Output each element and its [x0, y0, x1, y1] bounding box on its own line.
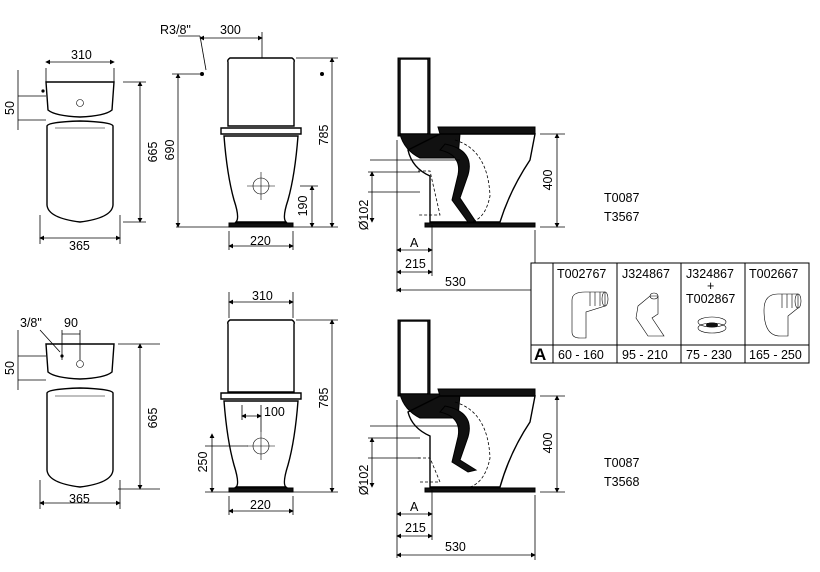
top-plan-width-label: 310 [71, 48, 92, 62]
top-front-rim-height-label: 690 [163, 140, 177, 161]
top-side-seat-height-label: 400 [541, 170, 555, 191]
top-plan-hole-offset-label: 50 [3, 101, 17, 115]
top-front-outlet-height-label: 190 [296, 196, 310, 217]
table-col-3-range: 75 - 230 [686, 348, 732, 362]
top-code-2: T3567 [604, 210, 639, 224]
bottom-side-view: Ø102 400 A 215 530 [357, 319, 565, 560]
bottom-side-seat-height-label: 400 [541, 433, 555, 454]
top-side-a-label: A [410, 236, 419, 250]
connector-sketch-4 [763, 293, 802, 337]
bottom-front-total-height-label: 785 [317, 388, 331, 409]
bottom-plan-view: 3/8" 90 50 365 665 [3, 316, 160, 509]
bottom-plan-length-label: 665 [146, 408, 160, 429]
top-side-outlet-distance-label: 215 [405, 257, 426, 271]
top-plan-length-label: 665 [146, 142, 160, 163]
bottom-plan-hole-offset-label: 50 [3, 361, 17, 375]
bottom-front-inlet-offset-label: 100 [264, 405, 285, 419]
bottom-front-view: 310 785 100 250 220 [196, 289, 338, 515]
bottom-plan-seat-width-label: 365 [69, 492, 90, 506]
bottom-plan-inlet-offset-label: 90 [64, 316, 78, 330]
bottom-side-a-label: A [410, 500, 419, 514]
top-front-inlet-offset-label: 300 [220, 23, 241, 37]
table-col-3-code: J324867 [686, 267, 734, 281]
connector-sketch-2 [635, 292, 665, 337]
table-col-4-code: T002667 [749, 267, 798, 281]
bottom-plan-thread-label: 3/8" [20, 316, 42, 330]
bottom-front-base-width-label: 220 [250, 498, 271, 512]
bottom-side-pipe-diameter-label: Ø102 [357, 465, 371, 496]
bottom-code-1: T0087 [604, 456, 639, 470]
connector-sketch-1 [571, 291, 609, 339]
top-front-thread-label: R3/8" [160, 23, 191, 37]
top-side-view: Ø102 400 A 215 530 [357, 57, 565, 294]
table-col-4-range: 165 - 250 [749, 348, 802, 362]
top-front-base-width-label: 220 [250, 234, 271, 248]
table-col-3-code-2: T002867 [686, 292, 735, 306]
top-plan-view: 310 365 665 50 [3, 48, 160, 253]
bottom-side-depth-label: 530 [445, 540, 466, 554]
bottom-side-outlet-distance-label: 215 [405, 521, 426, 535]
connector-table: A T002767 J324867 J324867 + T002867 T002… [530, 262, 810, 364]
top-side-pipe-diameter-label: Ø102 [357, 200, 371, 231]
table-col-1-range: 60 - 160 [558, 348, 604, 362]
table-col-1-code: T002767 [557, 267, 606, 281]
top-front-view: R3/8" 300 690 785 190 220 [160, 23, 338, 250]
table-col-2-code: J324867 [622, 267, 670, 281]
top-plan-seat-width-label: 365 [69, 239, 90, 253]
bottom-front-outlet-height-label: 250 [196, 452, 210, 473]
top-front-total-height-label: 785 [317, 125, 331, 146]
top-code-1: T0087 [604, 191, 639, 205]
table-row-label: A [534, 345, 546, 364]
bottom-front-tank-width-label: 310 [252, 289, 273, 303]
table-col-3-plus: + [707, 279, 714, 293]
bottom-code-2: T3568 [604, 475, 639, 489]
connector-sketch-3 [697, 316, 727, 334]
top-side-depth-label: 530 [445, 275, 466, 289]
table-col-2-range: 95 - 210 [622, 348, 668, 362]
